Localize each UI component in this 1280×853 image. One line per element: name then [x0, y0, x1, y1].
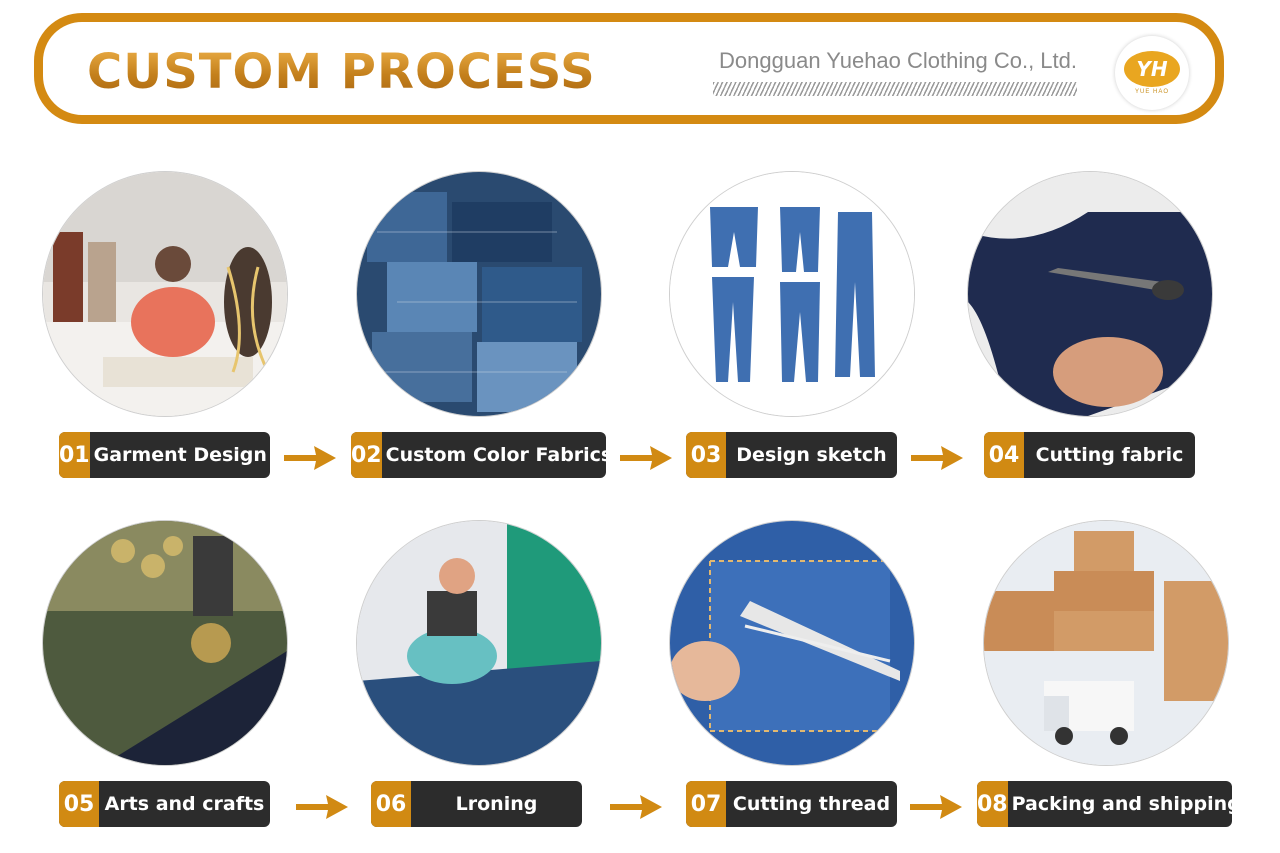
- header-banner: CUSTOM PROCESS Dongguan Yuehao Clothing …: [34, 13, 1224, 124]
- step-3-number: 03: [686, 432, 726, 478]
- ironing-photo: [357, 521, 601, 765]
- denim-swatches-photo: [357, 172, 601, 416]
- logo-mark: YH: [1124, 51, 1180, 87]
- step-8-number: 08: [977, 781, 1008, 827]
- arrow-right-icon: [296, 795, 348, 819]
- step-7-text: Cutting thread: [732, 793, 891, 815]
- step-4-label: 04 Cutting fabric: [984, 432, 1195, 478]
- company-name: Dongguan Yuehao Clothing Co., Ltd.: [719, 48, 1077, 73]
- boxes-truck-photo: [984, 521, 1228, 765]
- company-logo: YH YUE HAO: [1115, 36, 1189, 110]
- button-press-photo: [43, 521, 287, 765]
- step-1-text: Garment Design: [93, 444, 267, 466]
- step-8-label: 08 Packing and shipping: [977, 781, 1232, 827]
- step-4-number: 04: [984, 432, 1024, 478]
- step-4-text: Cutting fabric: [1035, 444, 1184, 466]
- step-6-label: 06 Lroning: [371, 781, 582, 827]
- arrow-right-icon: [910, 795, 962, 819]
- step-1-number: 01: [59, 432, 90, 478]
- step-7-number: 07: [686, 781, 726, 827]
- logo-subtext: YUE HAO: [1134, 89, 1169, 95]
- scissors-cutting-photo: [968, 172, 1212, 416]
- hatch-divider: [713, 82, 1077, 96]
- step-3-label: 03 Design sketch: [686, 432, 897, 478]
- step-7-label: 07 Cutting thread: [686, 781, 897, 827]
- step-2-number: 02: [351, 432, 382, 478]
- page-title: CUSTOM PROCESS: [87, 44, 596, 100]
- step-5-label: 05 Arts and crafts: [59, 781, 270, 827]
- arrow-right-icon: [610, 795, 662, 819]
- step-5-number: 05: [59, 781, 99, 827]
- step-3-text: Design sketch: [736, 444, 887, 466]
- step-5-text: Arts and crafts: [104, 793, 265, 815]
- step-8-text: Packing and shipping: [1011, 793, 1232, 815]
- step-6-text: Lroning: [455, 793, 538, 815]
- step-2-label: 02 Custom Color Fabrics: [351, 432, 606, 478]
- arrow-right-icon: [620, 446, 672, 470]
- step-6-number: 06: [371, 781, 411, 827]
- thread-cutting-photo: [670, 521, 914, 765]
- step-2-text: Custom Color Fabrics: [385, 444, 606, 466]
- step-1-label: 01 Garment Design: [59, 432, 270, 478]
- arrow-right-icon: [284, 446, 336, 470]
- jeans-sketch-photo: [670, 172, 914, 416]
- designer-photo: [43, 172, 287, 416]
- arrow-right-icon: [911, 446, 963, 470]
